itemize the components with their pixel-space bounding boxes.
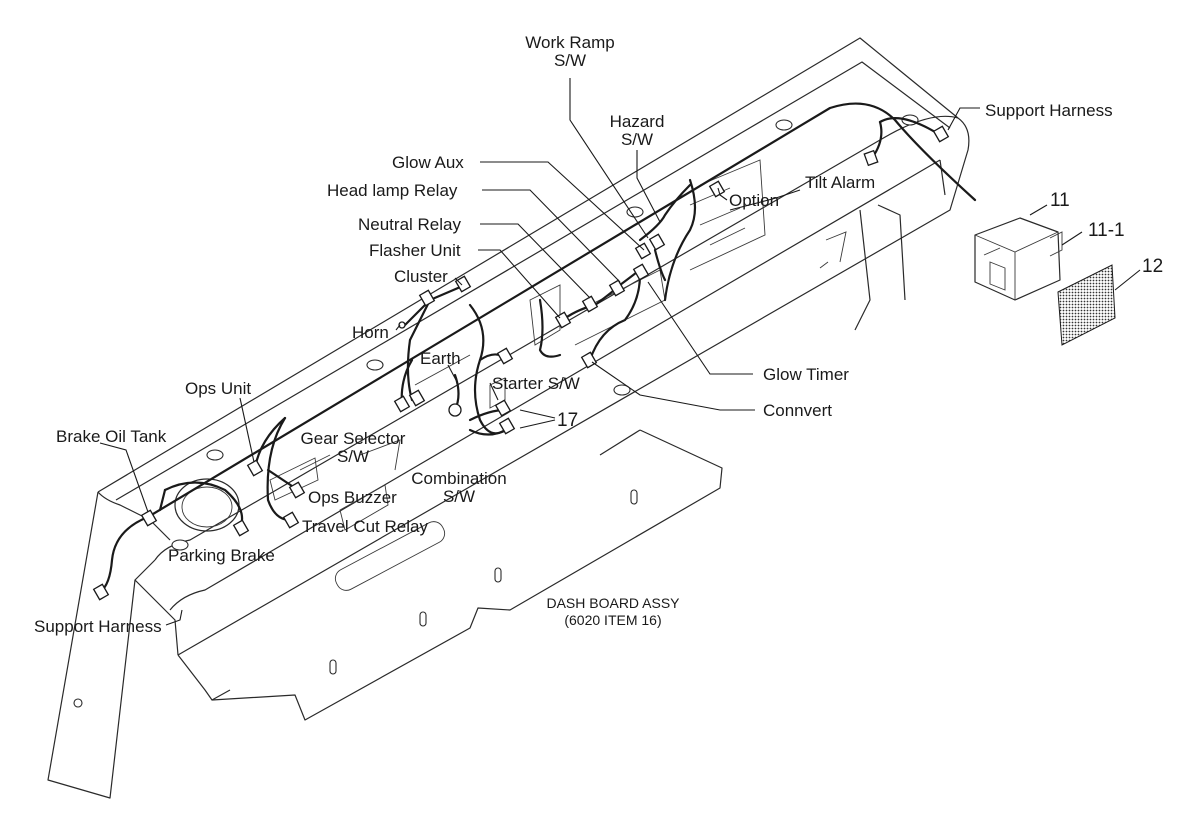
harness-clips xyxy=(92,125,950,601)
label-neutral-relay: Neutral Relay xyxy=(358,215,461,234)
callout-item-17: 17 xyxy=(557,410,578,431)
label-work-ramp: Work Ramp xyxy=(525,33,614,52)
label-connvert: Connvert xyxy=(763,401,832,420)
label-tilt-alarm: Tilt Alarm xyxy=(805,173,875,192)
label-combination-sw: S/W xyxy=(443,487,475,506)
label-earth: Earth xyxy=(420,349,461,368)
label-flasher-unit: Flasher Unit xyxy=(369,241,461,260)
wiring-harness xyxy=(92,102,977,601)
callout-item-12: 12 xyxy=(1142,256,1163,277)
label-cluster: Cluster xyxy=(394,267,448,286)
label-travel-cut-relay: Travel Cut Relay xyxy=(302,517,428,536)
label-support-harness-left: Support Harness xyxy=(34,617,162,636)
label-ops-buzzer: Ops Buzzer xyxy=(308,488,397,507)
label-starter-sw: Starter S/W xyxy=(492,374,580,393)
relay-item-11 xyxy=(974,217,1063,301)
label-head-lamp-relay: Head lamp Relay xyxy=(327,181,458,200)
label-ops-unit: Ops Unit xyxy=(185,379,251,398)
label-glow-aux: Glow Aux xyxy=(392,153,464,172)
label-gear-selector: Gear Selector xyxy=(301,429,406,448)
diagram-subtitle: (6020 ITEM 16) xyxy=(564,612,661,628)
label-gear-selector-sw: S/W xyxy=(337,447,369,466)
callout-item-11: 11 xyxy=(1050,190,1070,211)
label-hazard: Hazard xyxy=(610,112,665,131)
label-glow-timer: Glow Timer xyxy=(763,365,849,384)
leader-lines xyxy=(99,78,1141,626)
label-support-harness-right: Support Harness xyxy=(985,101,1113,120)
label-combination: Combination xyxy=(411,469,506,488)
label-horn: Horn xyxy=(352,323,389,342)
diagram-title: DASH BOARD ASSY xyxy=(546,595,680,611)
label-hazard-sw: S/W xyxy=(621,130,653,149)
label-brake-oil-tank: Brake Oil Tank xyxy=(56,427,167,446)
label-parking-brake: Parking Brake xyxy=(168,546,275,565)
diagram-labels: Work Ramp S/W Hazard S/W Support Harness… xyxy=(34,33,1163,636)
callout-item-11-1: 11-1 xyxy=(1088,220,1125,241)
filter-pad-item-12 xyxy=(1057,264,1116,346)
label-option: Option xyxy=(729,191,779,210)
label-work-ramp-sw: S/W xyxy=(554,51,586,70)
